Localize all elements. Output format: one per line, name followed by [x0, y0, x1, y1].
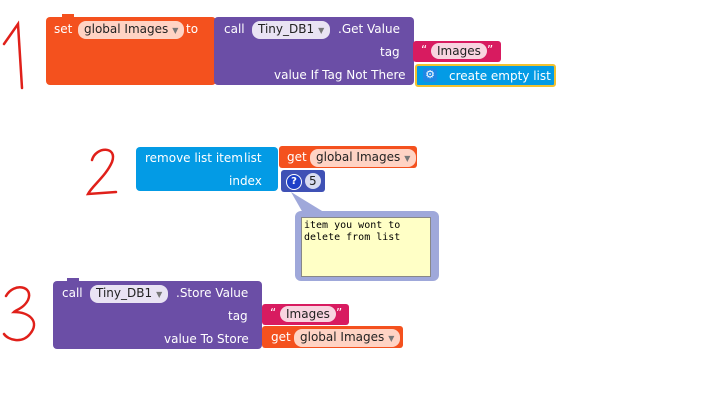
component-dropdown[interactable]: Tiny_DB1▼ — [90, 285, 169, 303]
text-value[interactable]: Images — [280, 306, 336, 322]
component-dropdown[interactable]: Tiny_DB1▼ — [252, 21, 331, 39]
method-label: .Store Value — [176, 286, 249, 300]
variable-dropdown[interactable]: global Images▼ — [310, 149, 417, 167]
variable-name: global Images — [84, 22, 169, 36]
get-variable-block[interactable]: get global Images▼ — [279, 146, 417, 168]
call-label: call — [62, 286, 83, 300]
get-label: get — [287, 150, 307, 164]
comment-bubble[interactable]: item you wont to delete from list — [295, 211, 439, 281]
call-label: call — [224, 22, 245, 36]
gear-icon[interactable]: ⚙ — [423, 68, 437, 82]
create-empty-list-block[interactable]: ⚙ create empty list — [415, 64, 556, 87]
tag-label: tag — [380, 45, 400, 59]
annotation-1 — [2, 20, 24, 90]
dropdown-caret-icon: ▼ — [404, 154, 411, 163]
variable-dropdown[interactable]: global Images▼ — [78, 21, 185, 39]
component-name: Tiny_DB1 — [258, 22, 315, 36]
annotation-3 — [2, 286, 36, 342]
help-icon[interactable]: ? — [286, 174, 302, 190]
text-value[interactable]: Images — [431, 43, 487, 59]
to-label: to — [186, 22, 199, 36]
variable-name: global Images — [316, 150, 401, 164]
create-empty-list-label: create empty list — [449, 69, 551, 83]
dropdown-caret-icon: ▼ — [318, 26, 325, 35]
text-block-tag[interactable]: “ Images ” — [262, 304, 349, 325]
dropdown-caret-icon: ▼ — [388, 334, 395, 343]
index-label: index — [229, 174, 262, 188]
remove-list-item-block[interactable]: remove list item list index — [136, 147, 278, 191]
default-label: value If Tag Not There — [274, 68, 406, 82]
tinydb-store-value-block[interactable]: call Tiny_DB1▼ .Store Value tag value To… — [53, 278, 262, 349]
dropdown-caret-icon: ▼ — [172, 26, 179, 35]
set-label: set — [54, 22, 73, 36]
text-block-tag[interactable]: “ Images ” — [413, 41, 501, 62]
tag-label: tag — [228, 309, 248, 323]
get-label: get — [271, 330, 291, 344]
remove-list-item-label: remove list item — [145, 151, 243, 165]
list-label: list — [244, 151, 262, 165]
value-label: value To Store — [164, 332, 249, 346]
comment-text[interactable]: item you wont to delete from list — [304, 220, 401, 243]
dropdown-caret-icon: ▼ — [156, 290, 163, 299]
get-variable-block[interactable]: get global Images▼ — [262, 326, 403, 348]
number-block[interactable]: ? 5 — [281, 170, 325, 192]
index-value[interactable]: 5 — [305, 173, 321, 189]
set-variable-block[interactable]: set global Images▼ to — [46, 14, 216, 85]
variable-dropdown[interactable]: global Images▼ — [294, 329, 401, 347]
variable-name: global Images — [300, 330, 385, 344]
tinydb-get-value-block[interactable]: call Tiny_DB1▼ .Get Value tag value If T… — [214, 17, 414, 85]
annotation-2 — [85, 148, 118, 196]
method-label: .Get Value — [338, 22, 400, 36]
component-name: Tiny_DB1 — [96, 286, 153, 300]
